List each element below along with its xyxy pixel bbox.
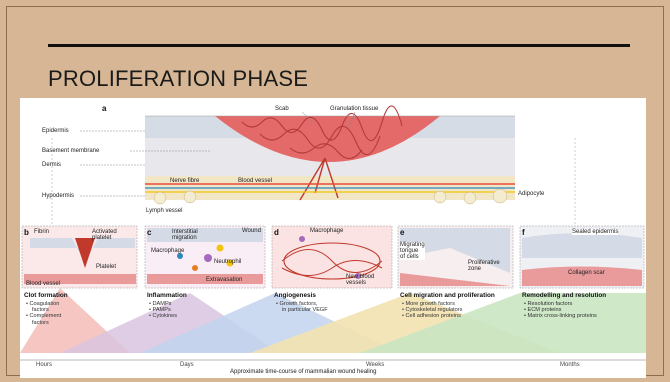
factor-item-cont: factors [26,307,49,313]
factor-item: Cytokines [149,313,177,319]
panel-letter-b: b [24,228,29,237]
stage-inflammation: Inflammation [147,292,187,299]
factors-inflammation: DAMPs PAMPs Cytokines [149,301,177,320]
label-extravasation: Extravasation [206,277,242,283]
label-neutrophil: Neutrophil [214,259,241,265]
label-scab: Scab [275,106,289,112]
panel-letter-f: f [522,228,525,237]
stage-remodelling: Remodelling and resolution [522,292,606,299]
factor-item-cont: in particular VEGF [276,307,328,313]
timeline-tick-weeks: Weeks [366,362,384,368]
label-interstitial-migration: Interstitial migration [172,229,198,241]
label-macrophage-c: Macrophage [151,248,184,254]
factors-migration: More growth factors Cytoskeletal regulat… [402,301,462,320]
stage-cell-migration: Cell migration and proliferation [400,292,495,299]
factor-item-cont: factors [26,320,49,326]
factor-item: Complement [26,313,61,319]
factors-angiogenesis: Growth factors, in particular VEGF [276,301,328,313]
panel-letter-d: d [274,228,279,237]
label-migrating-tongue: Migrating tongue of cells [400,242,425,260]
label-wound: Wound [242,228,261,234]
title-rule [48,44,630,47]
label-basement-membrane: Basement membrane [42,148,99,154]
timeline-caption: Approximate time-course of mammalian wou… [230,369,376,375]
stage-angiogenesis: Angiogenesis [274,292,316,299]
label-platelet: Platelet [96,264,116,270]
label-granulation-tissue: Granulation tissue [330,106,378,112]
label-proliferative-zone: Proliferative zone [468,260,500,272]
label-collagen-scar: Collagen scar [568,270,605,276]
label-activated-platelet: Activated platelet [92,229,117,241]
label-blood-vessel: Blood vessel [238,178,272,184]
factor-item: Cell adhesion proteins [402,313,462,319]
timeline-tick-days: Days [180,362,194,368]
factor-item: Matrix cross-linking proteins [524,313,597,319]
factors-remodelling: Resolution factors ECM proteins Matrix c… [524,301,597,320]
timeline-tick-months: Months [560,362,580,368]
label-nerve-fibre: Nerve fibre [170,178,199,184]
timeline-tick-hours: Hours [36,362,52,368]
stage-clot-formation: Clot formation [24,292,68,299]
label-lymph-vessel: Lymph vessel [146,208,182,214]
label-fibrin: Fibrin [34,229,49,235]
panel-letter-e: e [400,228,404,237]
slide-title: PROLIFERATION PHASE [48,66,308,92]
panel-letter-c: c [147,228,151,237]
label-adipocyte: Adipocyte [518,191,544,197]
wound-healing-figure: a b c d e f Scab Granulation tissue Epid… [20,98,646,378]
label-blood-vessel-b: Blood vessel [26,281,60,287]
factors-clot: Coagulation factors Complement factors [26,301,61,326]
label-hypodermis: Hypodermis [42,193,74,199]
label-epidermis: Epidermis [42,128,69,134]
label-sealed-epidermis: Sealed epidermis [572,229,618,235]
label-macrophage-d: Macrophage [310,228,343,234]
label-new-blood-vessels: New blood vessels [346,274,374,286]
label-dermis: Dermis [42,162,61,168]
panel-letter-a: a [102,104,106,113]
